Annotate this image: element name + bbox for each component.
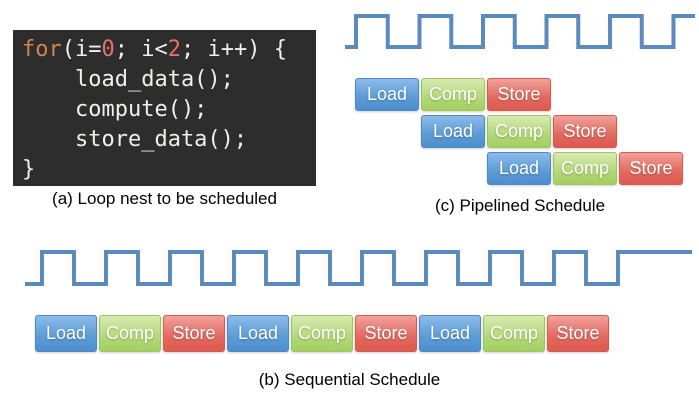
stage-block-load: Load — [227, 315, 289, 352]
panel-a-caption: (a) Loop nest to be scheduled — [52, 189, 277, 208]
stage-block-comp: Comp — [553, 152, 617, 185]
code-line: compute(); — [22, 95, 316, 125]
stage-block-load: Load — [487, 152, 551, 185]
code-token: ; i++) { — [180, 37, 287, 62]
stage-block-load: Load — [35, 315, 97, 352]
stage-block-comp: Comp — [99, 315, 161, 352]
code-line: for(i=0; i<2; i++) { — [22, 35, 316, 65]
stage-block-store: Store — [163, 315, 225, 352]
sequential-clock-waveform — [25, 250, 692, 286]
code-token: compute(); — [22, 97, 208, 122]
stage-block-comp: Comp — [291, 315, 353, 352]
clock-signal-line — [25, 250, 692, 286]
code-token: store_data(); — [22, 127, 248, 152]
stage-block-load: Load — [421, 115, 485, 148]
stage-block-store: Store — [619, 152, 683, 185]
clock-signal-line — [345, 14, 695, 49]
code-token: 0 — [101, 37, 115, 62]
code-token: (i= — [61, 37, 102, 62]
panel-b-caption: (b) Sequential Schedule — [258, 370, 441, 389]
code-token: } — [22, 157, 36, 182]
panel-c-caption: (c) Pipelined Schedule — [434, 196, 606, 215]
stage-block-store: Store — [547, 315, 609, 352]
code-line: } — [22, 155, 316, 185]
loop-code-block: for(i=0; i<2; i++) { load_data(); comput… — [13, 30, 316, 186]
code-token: 2 — [167, 37, 181, 62]
stage-block-comp: Comp — [421, 78, 485, 111]
stage-block-comp: Comp — [483, 315, 545, 352]
stage-block-load: Load — [355, 78, 419, 111]
code-token: for — [22, 37, 62, 62]
stage-block-store: Store — [487, 78, 551, 111]
stage-block-comp: Comp — [487, 115, 551, 148]
code-line: load_data(); — [22, 65, 316, 95]
stage-block-store: Store — [355, 315, 417, 352]
code-token: ; i< — [114, 37, 168, 62]
pipelined-clock-waveform — [345, 14, 695, 49]
stage-block-load: Load — [419, 315, 481, 352]
code-token: load_data(); — [22, 67, 234, 92]
code-line: store_data(); — [22, 125, 316, 155]
stage-block-store: Store — [553, 115, 617, 148]
